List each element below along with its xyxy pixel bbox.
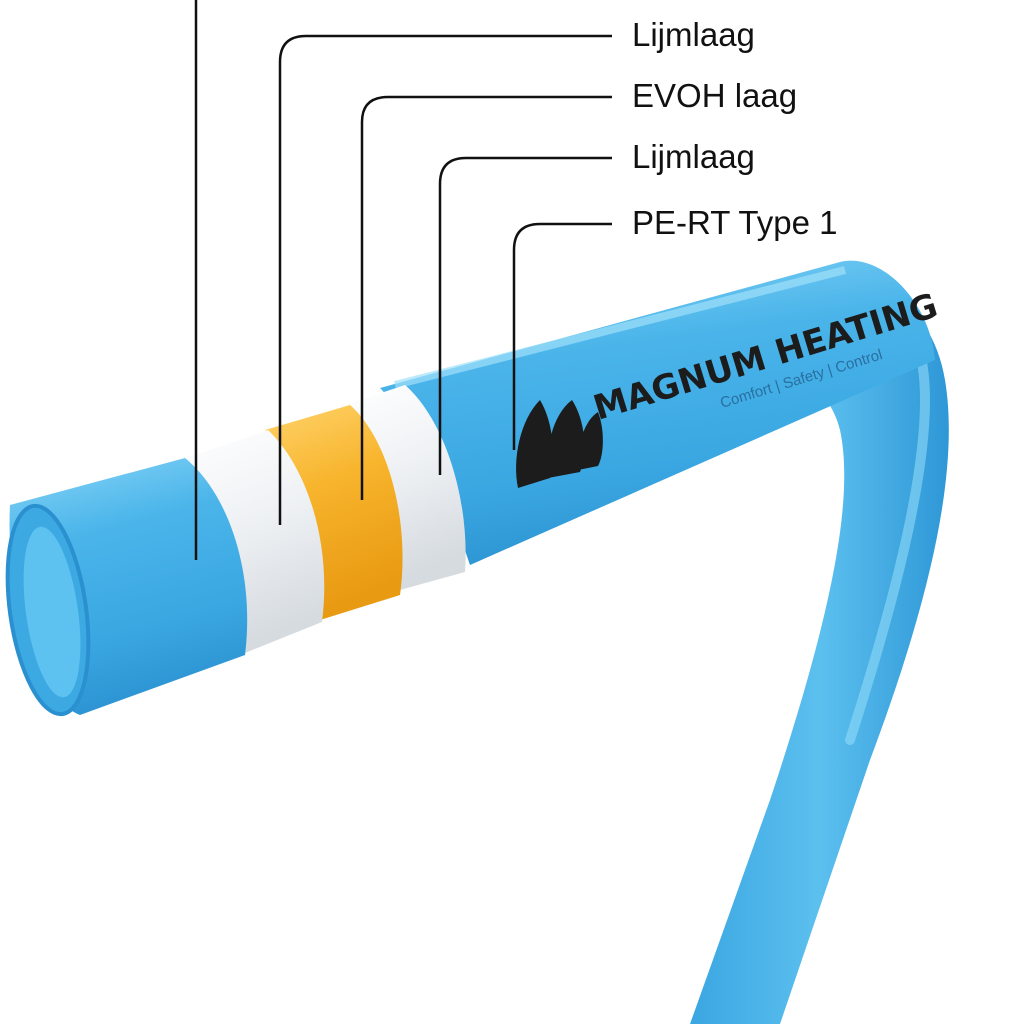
pipe-outer-highlight	[394, 266, 846, 389]
pipe-outer-layer	[380, 260, 935, 565]
adhesive-layer-outer	[180, 430, 325, 655]
pipe-bend	[690, 278, 949, 1024]
leader-line-4	[512, 222, 612, 450]
pipe-bore	[23, 526, 81, 698]
leader-line-1	[278, 34, 612, 525]
leader-line-2	[360, 95, 612, 500]
label-lijmlaag-outer: Lijmlaag	[632, 16, 755, 53]
label-pe-rt: PE-RT Type 1	[632, 204, 838, 241]
brand-logo-icon	[516, 400, 603, 488]
leader-line-3	[438, 156, 612, 475]
evoh-layer	[265, 405, 403, 620]
adhesive-layer-inner	[345, 385, 466, 590]
label-lijmlaag-inner: Lijmlaag	[632, 138, 755, 175]
label-evoh: EVOH laag	[632, 77, 798, 114]
